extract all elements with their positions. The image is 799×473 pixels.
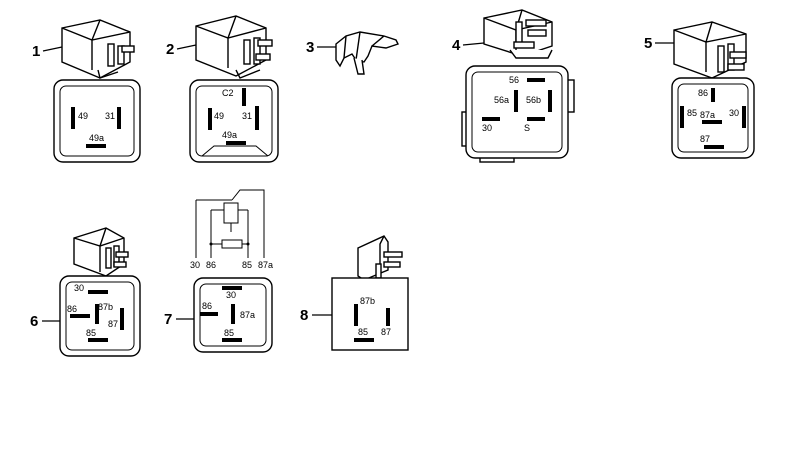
- pin-87a: [231, 304, 235, 324]
- pin-label: 87: [700, 134, 710, 144]
- pin-label: S: [524, 123, 530, 133]
- pin-label: 49: [214, 111, 224, 121]
- pin-label: 85: [86, 328, 96, 338]
- pin-label: 87: [108, 319, 118, 329]
- pin-30: [482, 117, 500, 121]
- item-5: 5 86 85 87a 30 87: [644, 21, 755, 159]
- relay-illustration: [673, 21, 747, 79]
- pin-87a: [702, 120, 722, 124]
- leader-line: [42, 46, 63, 52]
- pin-87b: [95, 304, 99, 324]
- item-2: 2 C2 49 31 49a: [166, 15, 279, 163]
- item-number: 7: [164, 311, 172, 328]
- pin-label: 56: [509, 75, 519, 85]
- item-7: 7 30 86 85 87a: [164, 189, 273, 353]
- pin-label: 86: [202, 301, 212, 311]
- pin-label: 30: [74, 283, 84, 293]
- pin-87: [120, 308, 124, 330]
- pin-56a: [514, 90, 518, 112]
- pin-label: 87a: [240, 310, 255, 320]
- relay-illustration: [195, 15, 273, 79]
- item-1: 1 49 31 49a: [32, 19, 141, 163]
- item-number: 8: [300, 307, 308, 324]
- pin-86: [711, 88, 715, 102]
- relay-illustration: [73, 227, 129, 277]
- pin-87: [704, 145, 724, 149]
- pin-49: [71, 107, 75, 129]
- item-number: 2: [166, 41, 174, 58]
- item-4: 4 56 56a 56b 30 S: [452, 9, 575, 163]
- item-8: 8 87b 85 87: [300, 235, 409, 351]
- pin-30: [742, 106, 746, 128]
- pin-label: 49a: [89, 133, 104, 143]
- pin-85: [354, 338, 374, 342]
- pin-49a: [86, 144, 106, 148]
- pin-label: 85: [687, 108, 697, 118]
- item-number: 6: [30, 313, 38, 330]
- pin-label: C2: [222, 88, 234, 98]
- pin-label: 85: [224, 328, 234, 338]
- item-number: 3: [306, 39, 314, 56]
- pin-label: 31: [242, 111, 252, 121]
- pin-label: 56b: [526, 95, 541, 105]
- pin-label: 31: [105, 111, 115, 121]
- pin-label: 56a: [494, 95, 509, 105]
- schematic-label: 85: [242, 260, 252, 270]
- resistor: [221, 239, 243, 249]
- pin-label: 87b: [360, 296, 375, 306]
- pin-85: [222, 338, 242, 342]
- pin-face: 30 86 87a 85: [193, 277, 273, 353]
- item-6: 6 30 86 87b 85 87: [30, 227, 141, 357]
- pin-face: C2 49 31 49a: [189, 79, 279, 163]
- clip-bracket-illustration: [335, 31, 399, 75]
- pin-31: [117, 107, 121, 129]
- pin-56b: [548, 90, 552, 112]
- item-3: 3: [306, 31, 399, 75]
- item-number: 1: [32, 43, 40, 60]
- relay-illustration: [61, 19, 135, 79]
- relay-schematic: 30 86 85 87a: [190, 189, 273, 270]
- pin-label: 30: [226, 290, 236, 300]
- pin-face: 86 85 87a 30 87: [671, 77, 755, 159]
- pin-face: 49 31 49a: [53, 79, 141, 163]
- pin-86: [70, 314, 90, 318]
- pin-face: 87b 85 87: [331, 277, 409, 351]
- schematic-label: 87a: [258, 260, 273, 270]
- relay-illustration: [483, 9, 553, 59]
- pin-49a: [226, 141, 246, 145]
- pin-label: 87b: [98, 302, 113, 312]
- schematic-label: 86: [206, 260, 216, 270]
- pin-face: 56 56a 56b 30 S: [461, 65, 575, 163]
- pin-87: [386, 308, 390, 326]
- schematic-label: 30: [190, 260, 200, 270]
- item-number: 4: [452, 37, 461, 54]
- relay-illustration: [357, 235, 403, 281]
- pin-label: 86: [67, 304, 77, 314]
- pin-85: [88, 338, 108, 342]
- pin-label: 49: [78, 111, 88, 121]
- leader-line: [176, 44, 197, 50]
- pin-label: 30: [482, 123, 492, 133]
- pin-30: [88, 290, 108, 294]
- pin-86: [200, 312, 218, 316]
- pin-face: 30 86 87b 85 87: [59, 275, 141, 357]
- pin-87b: [354, 304, 358, 326]
- pin-label: 86: [698, 88, 708, 98]
- relay-coil: [223, 202, 239, 224]
- pin-label: 87: [381, 327, 391, 337]
- pin-31: [255, 106, 259, 130]
- pin-56: [527, 78, 545, 82]
- pin-label: 85: [358, 327, 368, 337]
- pin-49: [208, 108, 212, 130]
- leader-line: [462, 42, 485, 46]
- pin-label: 30: [729, 108, 739, 118]
- pin-30: [222, 286, 242, 290]
- pin-C2: [242, 88, 246, 106]
- pin-label: 87a: [700, 110, 715, 120]
- item-number: 5: [644, 35, 652, 52]
- pin-85: [680, 106, 684, 128]
- pin-label: 49a: [222, 130, 237, 140]
- pin-S: [527, 117, 545, 121]
